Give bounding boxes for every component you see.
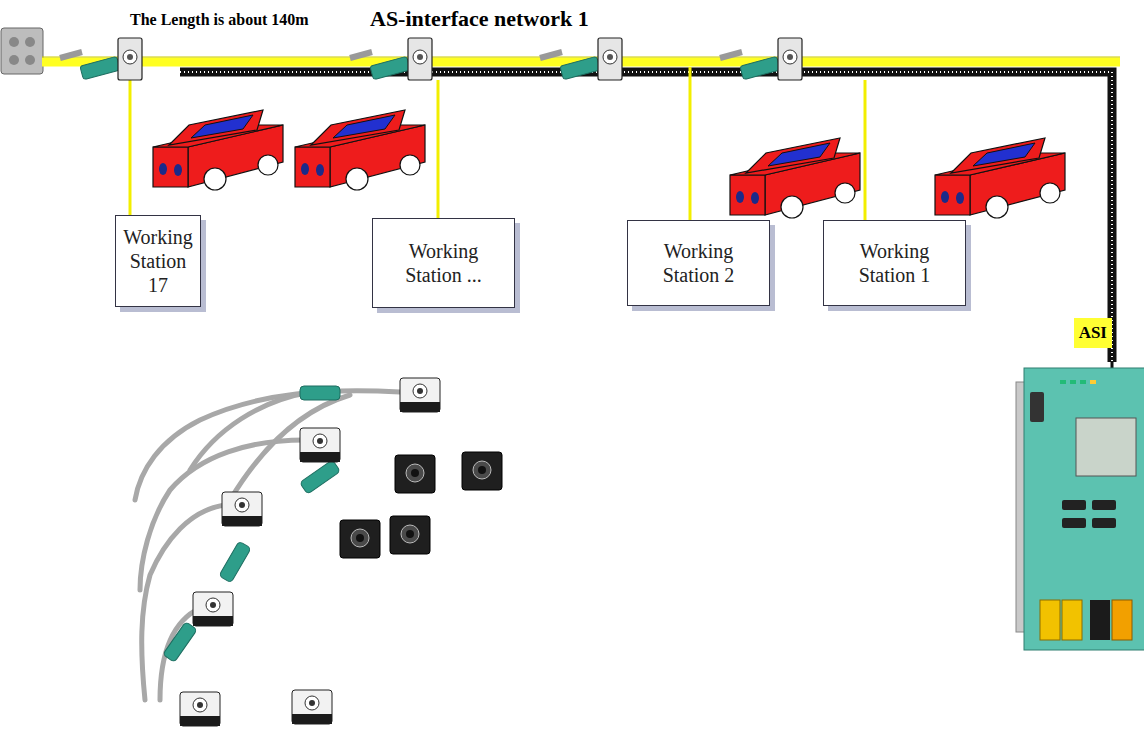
car: [295, 110, 425, 190]
asi-gateway: [1016, 362, 1144, 650]
node-text: Working Station 17: [122, 225, 194, 297]
working-station-box: Working Station 1: [823, 220, 966, 306]
drop-line: [130, 67, 865, 220]
working-station-box: Working Station ...: [372, 218, 515, 308]
asi-tag: ASI: [1074, 318, 1112, 348]
working-station-box: Working Station 17: [115, 215, 201, 307]
module-photo: [135, 378, 502, 726]
working-station-box: Working Station 2: [627, 220, 770, 306]
node-text: ASI: [1079, 323, 1107, 343]
asi-cable: [42, 57, 1120, 362]
node-text: Working Station ...: [379, 239, 508, 287]
tap-module: [540, 38, 622, 80]
tap-module: [350, 38, 432, 80]
car: [935, 138, 1065, 218]
node-text: Working Station 1: [830, 239, 959, 287]
tap-module: [60, 38, 142, 80]
master-module: [1, 28, 43, 74]
node-text: Working Station 2: [634, 239, 763, 287]
car: [730, 138, 860, 218]
length-note: The Length is about 140m: [128, 11, 311, 29]
car: [153, 110, 283, 190]
tap-module: [720, 38, 802, 80]
diagram-title: AS-interface network 1: [368, 6, 591, 32]
